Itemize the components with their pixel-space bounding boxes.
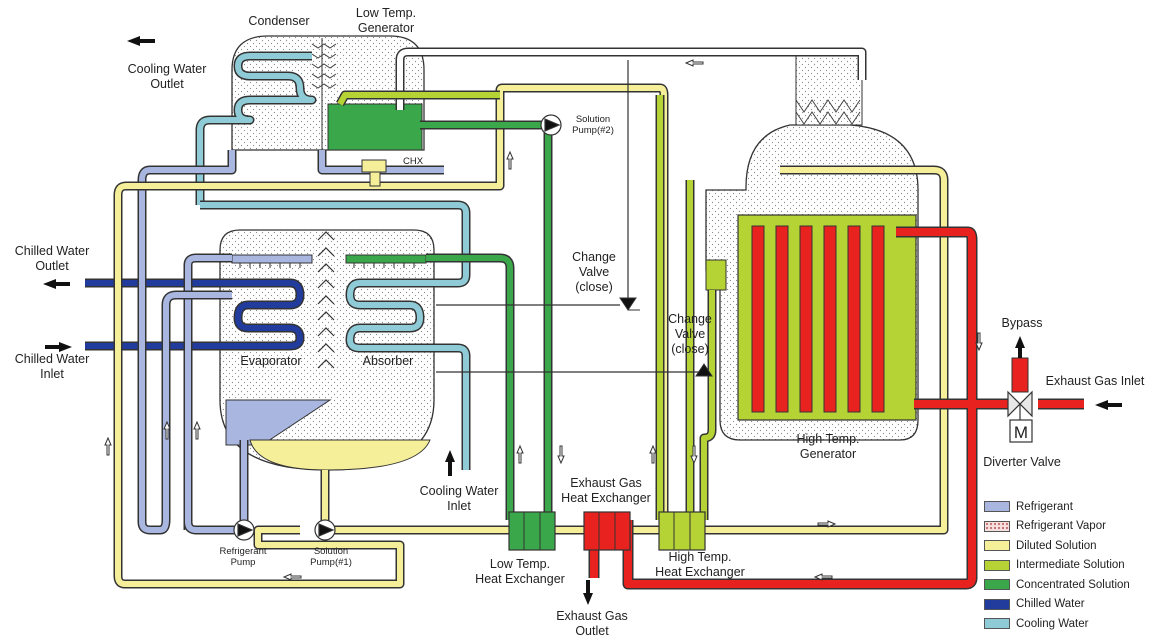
exhaust-gas-heat-exchanger-box [583,511,631,551]
chilled-water-outlet-label: Chilled Water Outlet [14,244,90,273]
legend-label: Intermediate Solution [1016,559,1125,572]
legend-item: Cooling Water [984,614,1130,634]
solution-pump-1-label: Solution Pump(#1) [310,546,352,568]
cooling-water-inlet-label: Cooling Water Inlet [419,484,499,513]
legend-item: Refrigerant Vapor [984,517,1130,537]
legend-swatch [984,559,1010,571]
legend-swatch [984,618,1010,630]
solution-pump-2-label: Solution Pump(#2) [572,114,614,136]
legend-swatch [984,540,1010,552]
legend-swatch [984,598,1010,610]
change-valve-1-label: Change Valve (close) [572,250,616,294]
high-temp-generator-label: High Temp. Generator [796,432,860,461]
legend-item: Concentrated Solution [984,575,1130,595]
chx-label: CHX [402,156,424,167]
exhaust-gas-heat-exchanger-label: Exhaust Gas Heat Exchanger [561,476,651,505]
legend-label: Chilled Water [1016,598,1085,611]
high-temp-heat-exchanger-box [658,511,706,551]
refrigerant-pump-symbol [233,519,255,541]
solution-pump-2-symbol [540,114,562,136]
chilled-water-inlet-label: Chilled Water Inlet [14,352,90,381]
absorber-label: Absorber [362,354,414,368]
evaporator-label: Evaporator [240,354,302,368]
condenser-label: Condenser [248,14,310,28]
motor-label: M [1013,423,1029,442]
change-valve-1-symbol [619,297,640,311]
legend-swatch [984,579,1010,591]
legend-label: Refrigerant [1016,500,1073,513]
cooling-water-outlet-label: Cooling Water Outlet [127,62,207,91]
legend-label: Refrigerant Vapor [1016,520,1106,533]
solution-pump-1-symbol [314,519,336,541]
low-temp-generator-liquid [327,103,423,151]
low-temp-generator-label: Low Temp. Generator [355,6,417,35]
legend-item: Intermediate Solution [984,556,1130,576]
exhaust-gas-outlet-label: Exhaust Gas Outlet [556,609,628,638]
legend-label: Concentrated Solution [1016,578,1130,591]
legend-swatch [984,520,1010,532]
legend-item: Diluted Solution [984,536,1130,556]
bypass-label: Bypass [1001,316,1043,330]
low-temp-heat-exchanger-box [508,511,556,551]
legend-item: Refrigerant [984,497,1130,517]
refrigerant-pump-label: Refrigerant Pump [219,546,267,568]
exhaust-gas-inlet-label: Exhaust Gas Inlet [1045,374,1145,388]
change-valve-2-label: Change Valve (close) [668,312,712,356]
legend-label: Diluted Solution [1016,539,1097,552]
low-temp-heat-exchanger-label: Low Temp. Heat Exchanger [475,557,565,586]
legend-swatch [984,501,1010,513]
legend-label: Cooling Water [1016,617,1089,630]
high-temp-heat-exchanger-label: High Temp. Heat Exchanger [655,550,745,579]
change-valve-2-symbol [695,363,713,377]
diverter-valve-symbol [1007,390,1033,443]
legend-item: Chilled Water [984,595,1130,615]
diverter-valve-label: Diverter Valve [983,455,1061,469]
